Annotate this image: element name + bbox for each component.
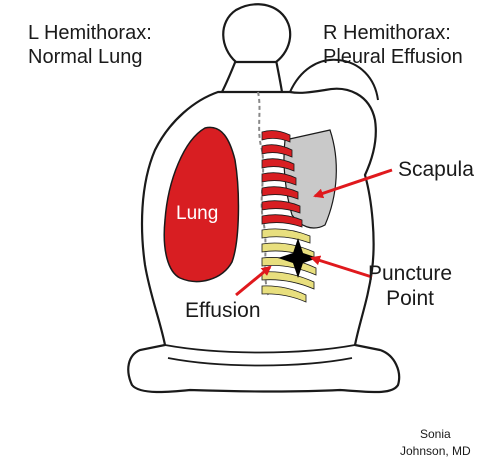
- credit-line1: Sonia: [400, 426, 471, 443]
- header-left-line1: L Hemithorax:: [28, 22, 152, 46]
- header-right: R Hemithorax: Pleural Effusion: [323, 22, 463, 69]
- header-right-line1: R Hemithorax:: [323, 22, 463, 46]
- puncture-label-line1: Puncture: [368, 262, 452, 287]
- puncture-label: Puncture Point: [368, 262, 452, 312]
- puncture-label-line2: Point: [368, 287, 452, 312]
- effusion-label: Effusion: [185, 299, 261, 324]
- header-left: L Hemithorax: Normal Lung: [28, 22, 152, 69]
- head-outline: [223, 4, 290, 62]
- scapula-label: Scapula: [398, 158, 474, 183]
- header-left-line2: Normal Lung: [28, 46, 152, 70]
- neck-outline: [222, 60, 282, 92]
- lung-label: Lung: [176, 203, 218, 225]
- header-right-line2: Pleural Effusion: [323, 46, 463, 70]
- credit-line2: Johnson, MD: [400, 443, 471, 460]
- credit: Sonia Johnson, MD: [400, 426, 471, 461]
